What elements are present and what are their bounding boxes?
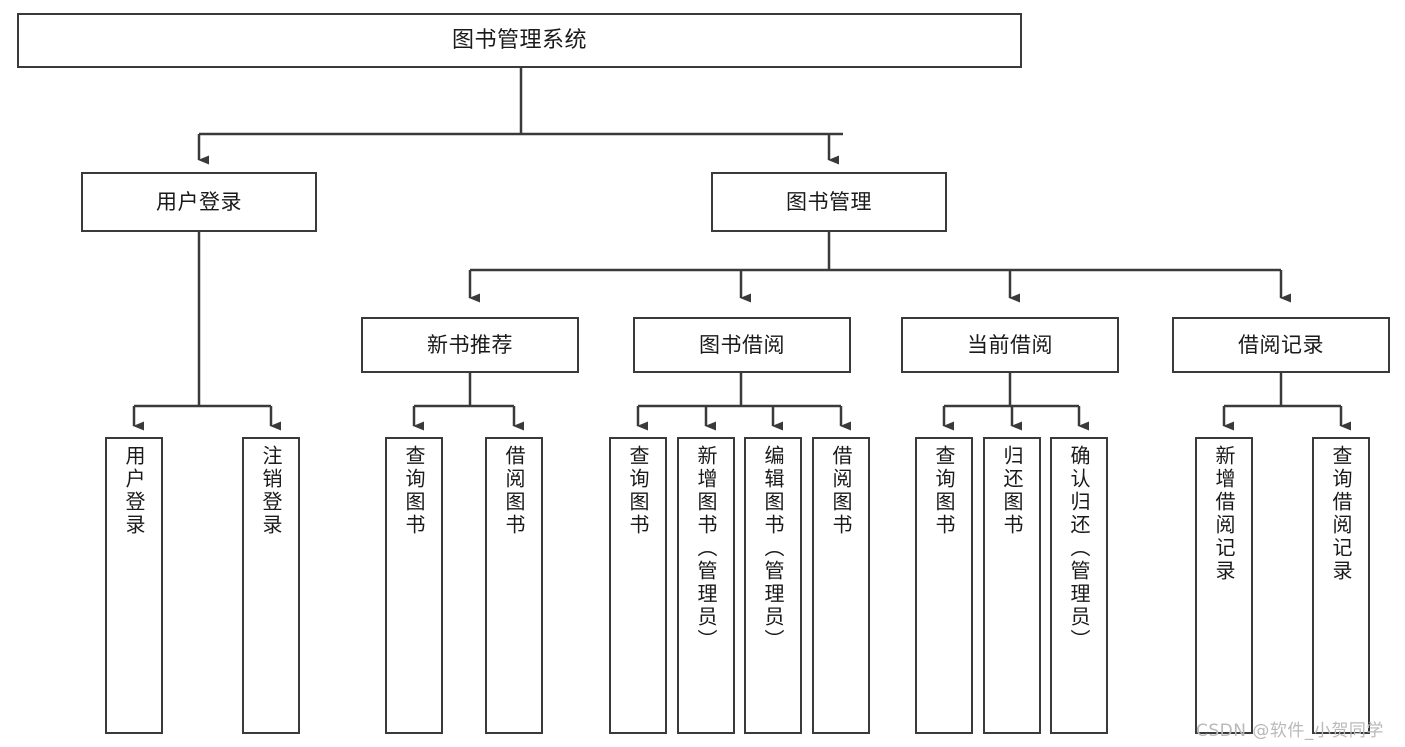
leaf-book-borrow-add[interactable]: 新增图书（管理员） [677, 437, 735, 734]
leaf-book-borrow-edit[interactable]: 编辑图书（管理员） [744, 437, 802, 734]
leaf-borrow-record-add[interactable]: 新增借阅记录 [1195, 437, 1253, 734]
node-label: 图书借阅 [699, 332, 785, 357]
node-label: 新增借阅记录 [1212, 445, 1236, 583]
node-label: 新书推荐 [427, 332, 513, 357]
node-borrow-record[interactable]: 借阅记录 [1172, 317, 1390, 373]
node-label: 借阅图书 [829, 445, 853, 537]
node-label: 编辑图书（管理员） [761, 445, 785, 652]
node-label: 借阅记录 [1238, 332, 1324, 357]
node-label: 用户登录 [156, 189, 242, 214]
node-label: 当前借阅 [967, 332, 1053, 357]
node-new-book-recommend[interactable]: 新书推荐 [361, 317, 579, 373]
leaf-borrow-record-query[interactable]: 查询借阅记录 [1312, 437, 1370, 734]
node-user-login[interactable]: 用户登录 [81, 172, 317, 232]
leaf-user-login-login[interactable]: 用户登录 [105, 437, 163, 734]
node-label: 借阅图书 [502, 445, 526, 537]
node-label: 新增图书（管理员） [694, 445, 718, 652]
node-label: 查询图书 [932, 445, 956, 537]
node-label: 查询图书 [626, 445, 650, 537]
leaf-current-borrow-confirm-return[interactable]: 确认归还（管理员） [1050, 437, 1108, 734]
node-book-management[interactable]: 图书管理 [711, 172, 947, 232]
leaf-current-borrow-query[interactable]: 查询图书 [915, 437, 973, 734]
node-label: 图书管理 [786, 189, 872, 214]
node-book-borrow[interactable]: 图书借阅 [633, 317, 851, 373]
node-book-management-system[interactable]: 图书管理系统 [17, 13, 1022, 68]
node-label: 确认归还（管理员） [1067, 445, 1091, 652]
node-current-borrow[interactable]: 当前借阅 [901, 317, 1119, 373]
csdn-watermark: CSDN @软件_小贺同学 [1196, 721, 1384, 741]
node-label: 注销登录 [259, 445, 283, 537]
node-label: 图书管理系统 [451, 27, 587, 53]
leaf-book-borrow-borrow[interactable]: 借阅图书 [812, 437, 870, 734]
leaf-current-borrow-return[interactable]: 归还图书 [983, 437, 1041, 734]
leaf-user-login-logout[interactable]: 注销登录 [242, 437, 300, 734]
leaf-book-borrow-query[interactable]: 查询图书 [609, 437, 667, 734]
leaf-new-book-query[interactable]: 查询图书 [385, 437, 443, 734]
node-label: 归还图书 [1000, 445, 1024, 537]
leaf-new-book-borrow[interactable]: 借阅图书 [485, 437, 543, 734]
node-label: 查询图书 [402, 445, 426, 537]
node-label: 用户登录 [122, 445, 146, 537]
node-label: 查询借阅记录 [1329, 445, 1353, 583]
